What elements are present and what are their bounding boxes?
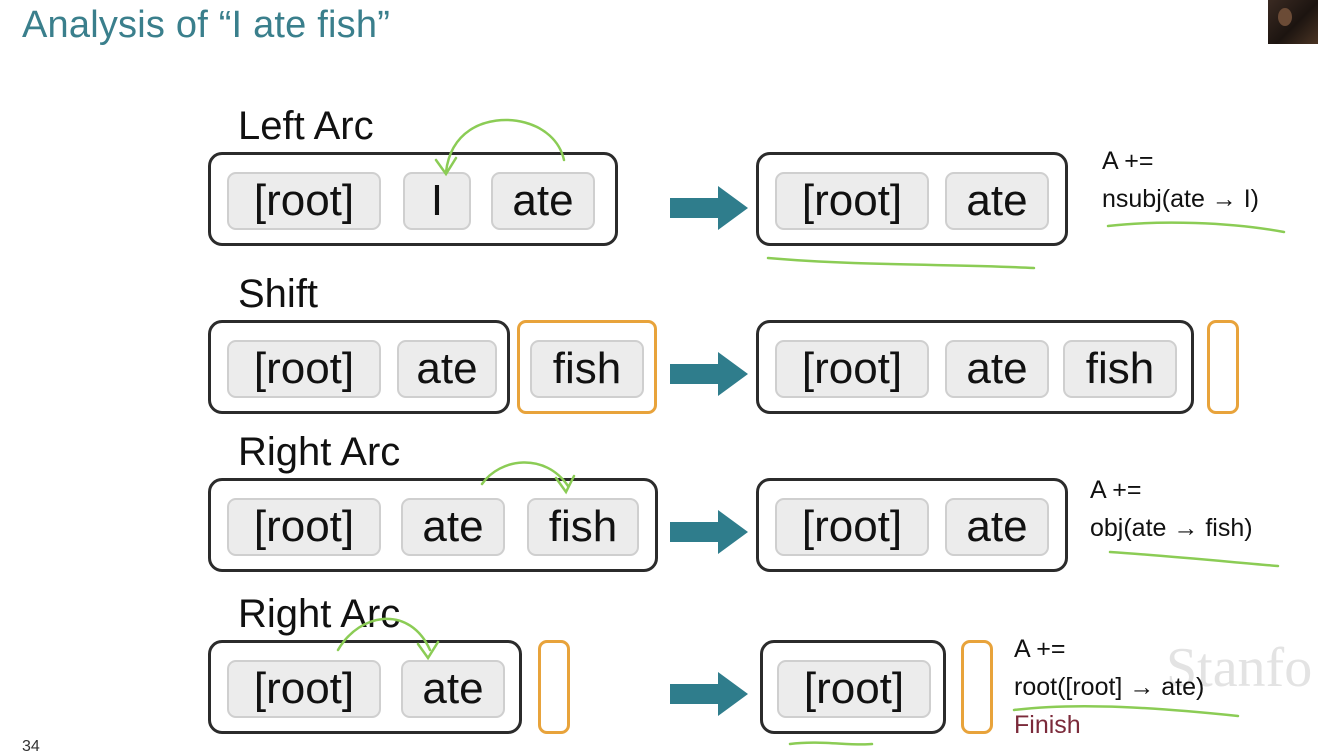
token: fish [527,498,639,556]
token: [root] [227,172,381,230]
step-2-before-stack: [root] ate [208,320,510,414]
note-line: root([root] → ate) [1014,673,1205,701]
token: ate [397,340,497,398]
token: ate [945,498,1049,556]
note-line: nsubj(ate → I) [1102,185,1260,213]
step-3-action-label: Right Arc [238,430,401,474]
token: I [403,172,471,230]
page-number: 34 [22,738,40,755]
token: [root] [227,660,381,718]
finish-label: Finish [1014,711,1081,739]
token: ate [945,340,1049,398]
underline-annotation [1106,221,1286,234]
step-1-after-stack: [root] ate [756,152,1068,246]
token: ate [945,172,1049,230]
step-4-after-buffer [961,640,993,734]
token: [root] [775,498,929,556]
stanford-watermark: Stanfo [1166,637,1313,699]
slide-title: Analysis of “I ate fish” [22,4,391,46]
note-line: A += [1102,147,1154,175]
step-4-before-buffer [538,640,570,734]
step-2-before-buffer: fish [517,320,657,414]
token: fish [530,340,644,398]
right-arrow-icon [670,672,748,716]
note-line: A += [1090,476,1142,504]
scribble-annotation [788,741,874,746]
right-arrow-icon [670,510,748,554]
right-arrow-icon [670,352,748,396]
underline-annotation [766,256,1036,270]
step-3-after-stack: [root] ate [756,478,1068,572]
right-arrow-icon [670,186,748,230]
note-line: obj(ate → fish) [1090,514,1253,542]
webcam-thumbnail [1268,0,1318,44]
step-1-action-label: Left Arc [238,104,374,148]
step-4-after-stack: [root] [760,640,946,734]
token: [root] [227,498,381,556]
step-4-note: A += root([root] → ate) Finish [1014,630,1204,744]
token: ate [401,660,505,718]
step-4-before-stack: [root] ate [208,640,522,734]
token: ate [491,172,595,230]
token: [root] [775,172,929,230]
step-2-after-buffer [1207,320,1239,414]
step-1-before-stack: [root] I ate [208,152,618,246]
token: [root] [775,340,929,398]
step-1-note: A += nsubj(ate → I) [1102,142,1259,218]
token: ate [401,498,505,556]
step-2-after-stack: [root] ate fish [756,320,1194,414]
token: [root] [227,340,381,398]
underline-annotation [1108,550,1280,568]
step-2-action-label: Shift [238,272,319,316]
note-line: A += [1014,635,1066,663]
step-3-before-stack: [root] ate fish [208,478,658,572]
token: [root] [777,660,931,718]
presenter-face [1278,8,1292,26]
step-3-note: A += obj(ate → fish) [1090,471,1253,547]
step-4-action-label: Right Arc [238,592,401,636]
token: fish [1063,340,1177,398]
